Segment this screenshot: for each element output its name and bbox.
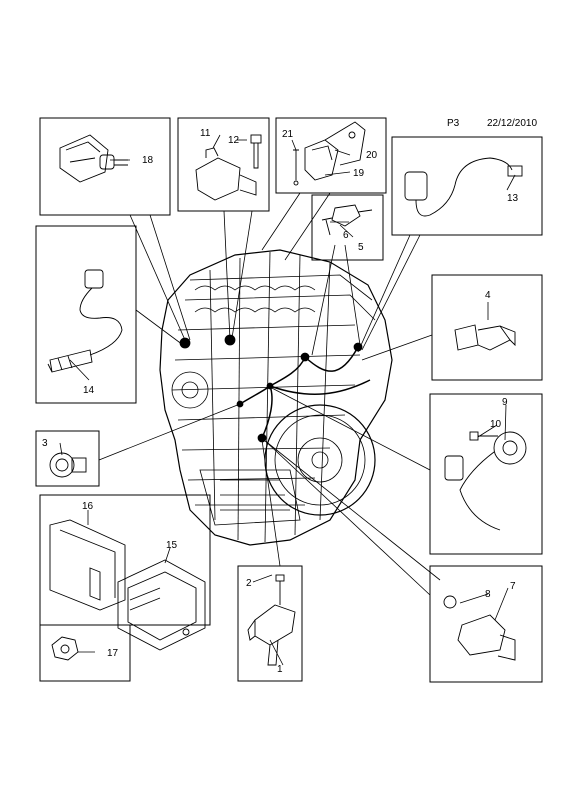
callout-12: 12	[228, 135, 240, 146]
detail-box-5-6	[311, 194, 384, 261]
part-13-sensor-icon	[404, 157, 523, 217]
part-6-bolt-icon	[321, 217, 333, 236]
callout-15: 15	[166, 540, 178, 551]
callout-8: 8	[485, 589, 491, 600]
part-5-sensor-icon	[331, 204, 373, 227]
part-14-oxygen-sensor-icon	[47, 269, 123, 373]
callout-19: 19	[353, 168, 365, 179]
callout-numbers: 1 2 3 4 5 6 7 8 9 10 11 12 13 14 15 16 1…	[42, 128, 519, 675]
part-1-map-sensor-icon	[247, 604, 296, 666]
detail-box-1-2	[237, 565, 303, 682]
part-17-nut-icon	[51, 636, 79, 661]
callout-10: 10	[490, 419, 502, 430]
callout-2: 2	[246, 578, 252, 589]
engine-assembly	[159, 249, 393, 546]
callout-7: 7	[510, 581, 516, 592]
part-21-bolt-icon	[293, 149, 299, 186]
callout-3: 3	[42, 438, 48, 449]
diagram-date: 22/12/2010	[487, 118, 538, 129]
callout-13: 13	[507, 193, 519, 204]
callout-9: 9	[502, 397, 508, 408]
detail-box-13	[391, 136, 543, 236]
part-18-sensor-icon	[59, 134, 128, 183]
callout-14: 14	[83, 385, 95, 396]
detail-box-14	[35, 225, 137, 404]
page-code: P3	[447, 118, 460, 129]
callout-17: 17	[107, 648, 119, 659]
detail-box-7-8	[429, 565, 543, 683]
callout-6: 6	[343, 230, 349, 241]
detail-box-11-12	[177, 117, 270, 212]
part-11-sensor-icon	[195, 147, 257, 201]
part-8-seal-icon	[443, 595, 457, 609]
callout-1: 1	[277, 664, 283, 675]
part-4-temperature-sensor-icon	[454, 324, 516, 351]
detail-box-18	[39, 117, 171, 216]
part-10-bolt-icon	[469, 431, 498, 441]
part-9-knock-sensor-icon	[444, 431, 527, 531]
part-15-ecu-icon	[117, 559, 206, 651]
detail-box-17	[39, 624, 131, 682]
part-12-bolt-icon	[250, 134, 262, 169]
part-7-injector-icon	[457, 614, 516, 661]
detail-box-3	[35, 430, 100, 487]
leader-lines	[59, 134, 516, 666]
detail-box-4	[431, 274, 543, 381]
detail-box-19-21	[275, 117, 387, 194]
callout-4: 4	[485, 290, 491, 301]
part-20-bracket-icon	[324, 121, 366, 166]
part-2-bolt-icon	[275, 574, 285, 605]
callout-20: 20	[366, 150, 378, 161]
part-16-cover-icon	[49, 519, 126, 611]
part-3-sensor-icon	[49, 452, 87, 478]
callout-5: 5	[358, 242, 364, 253]
callout-16: 16	[82, 501, 94, 512]
callout-18: 18	[142, 155, 154, 166]
callout-11: 11	[200, 128, 211, 139]
callout-21: 21	[282, 129, 294, 140]
detail-box-9-10	[429, 393, 543, 555]
